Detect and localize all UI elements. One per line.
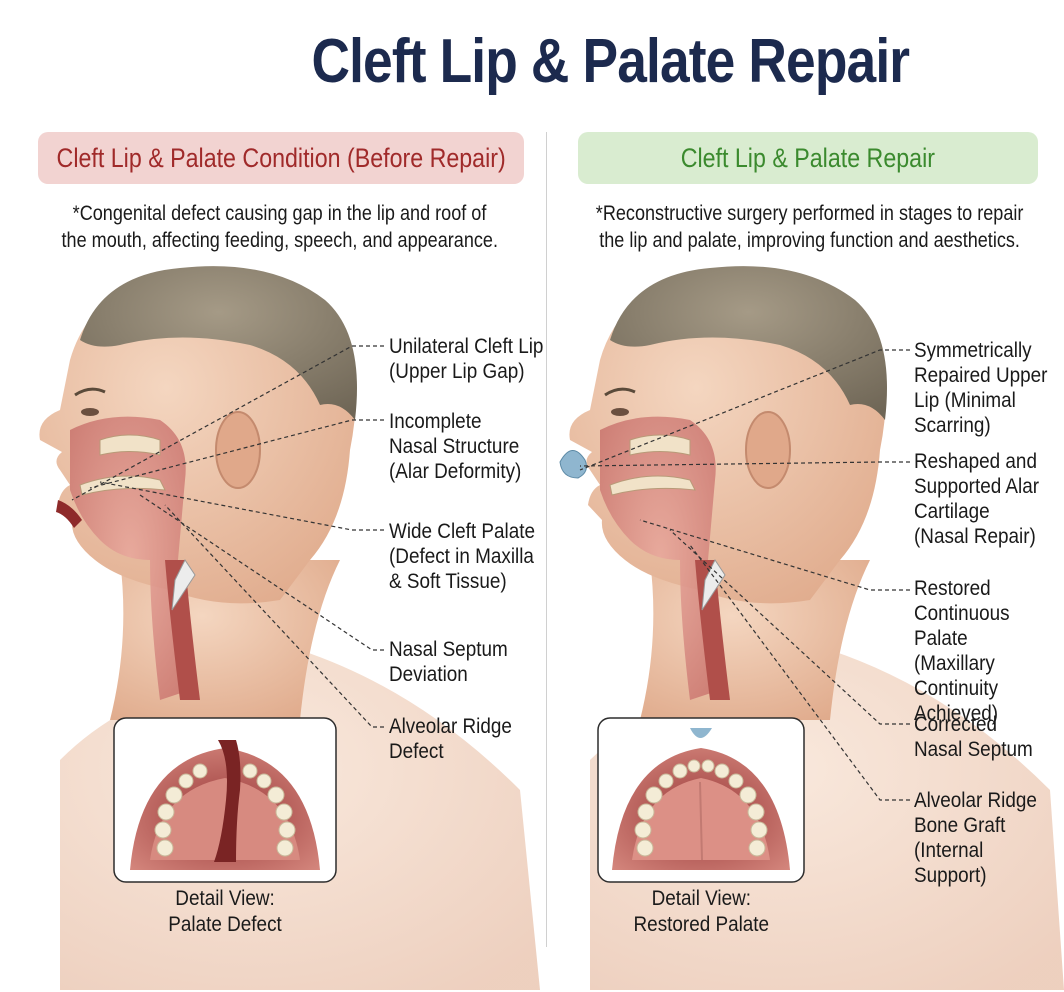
label-nasal-septum-deviation: Nasal Septum Deviation bbox=[389, 638, 508, 686]
before-head-illustration bbox=[39, 266, 540, 990]
center-divider bbox=[546, 132, 547, 947]
after-description-line2: the lip and palate, improving function a… bbox=[599, 229, 1021, 252]
label-repaired-upper-lip: Symmetrically Repaired Upper Lip (Minima… bbox=[914, 339, 1048, 437]
after-leader-lines bbox=[579, 349, 910, 801]
after-detail-caption: Detail View: Restored Palate bbox=[633, 887, 769, 936]
label-incomplete-nasal-structure: Incomplete Nasal Structure (Alar Deformi… bbox=[389, 410, 522, 483]
label-bone-graft: Alveolar Ridge Bone Graft (Internal Supp… bbox=[914, 789, 1037, 887]
before-leader-lines bbox=[71, 345, 384, 728]
label-corrected-septum: Corrected Nasal Septum bbox=[914, 713, 1033, 761]
before-description-line1: *Congenital defect causing gap in the li… bbox=[73, 202, 487, 225]
label-unilateral-cleft-lip: Unilateral Cleft Lip (Upper Lip Gap) bbox=[389, 335, 544, 383]
after-description: *Reconstructive surgery performed in sta… bbox=[560, 200, 1060, 254]
before-description: *Congenital defect causing gap in the li… bbox=[20, 200, 540, 254]
before-detail-caption: Detail View: Palate Defect bbox=[168, 887, 282, 936]
after-head-illustration bbox=[559, 266, 1064, 990]
after-heading: Cleft Lip & Palate Repair bbox=[578, 132, 1038, 184]
label-alveolar-ridge-defect: Alveolar Ridge Defect bbox=[389, 715, 512, 763]
label-restored-palate: Restored Continuous Palate (Maxillary Co… bbox=[914, 577, 1010, 725]
page-title: Cleft Lip & Palate Repair bbox=[311, 27, 910, 96]
label-wide-cleft-palate: Wide Cleft Palate (Defect in Maxilla & S… bbox=[389, 520, 536, 593]
label-alar-cartilage: Reshaped and Supported Alar Cartilage (N… bbox=[914, 450, 1040, 548]
after-description-line1: *Reconstructive surgery performed in sta… bbox=[596, 202, 1024, 225]
before-heading: Cleft Lip & Palate Condition (Before Rep… bbox=[38, 132, 524, 184]
before-description-line2: the mouth, affecting feeding, speech, an… bbox=[61, 229, 499, 252]
